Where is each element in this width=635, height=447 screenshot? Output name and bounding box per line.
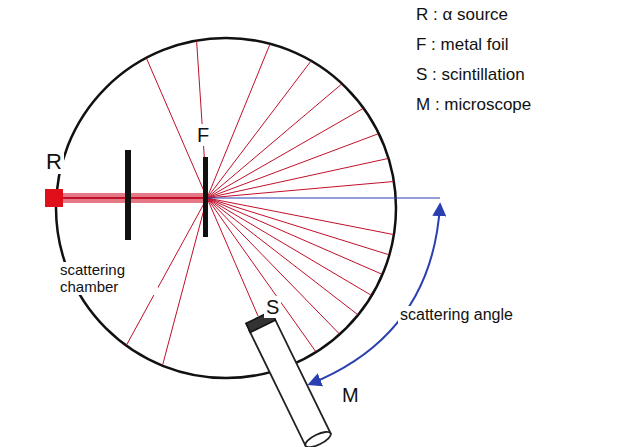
scattered-ray [207,198,258,316]
scattered-ray [207,159,388,198]
scattered-ray [207,198,382,274]
scattered-ray [207,198,393,234]
part-letter: S [264,296,281,318]
scattered-ray [207,62,311,198]
part-letter: M [340,384,361,406]
beam-axis [207,197,440,198]
scattered-ray [207,84,341,198]
scattered-ray [163,198,207,365]
angle-arrow [310,205,440,384]
alpha-beam [62,193,205,203]
scattered-ray [207,182,393,198]
scattering-chamber [56,38,396,378]
scattered-rays [127,42,393,365]
key-entry: S : scintillation [414,66,527,85]
scattered-ray [207,198,339,334]
key-entry: F : metal foil [414,36,511,55]
scattered-ray [207,45,270,198]
alpha-source [45,189,63,207]
alpha-beam-core [62,197,205,199]
scattered-ray [207,198,371,295]
part-letter: R [44,150,64,174]
angle-label: scattering angle [398,306,515,324]
metal-foil [203,157,208,237]
scattered-ray [207,198,357,314]
key-entry: M : microscope [414,96,533,115]
scattered-ray [207,109,363,198]
key-entry: R : α source [414,6,510,25]
chamber-label: scattering chamber [58,262,158,295]
part-letter: F [195,124,211,146]
collimator [125,150,131,240]
